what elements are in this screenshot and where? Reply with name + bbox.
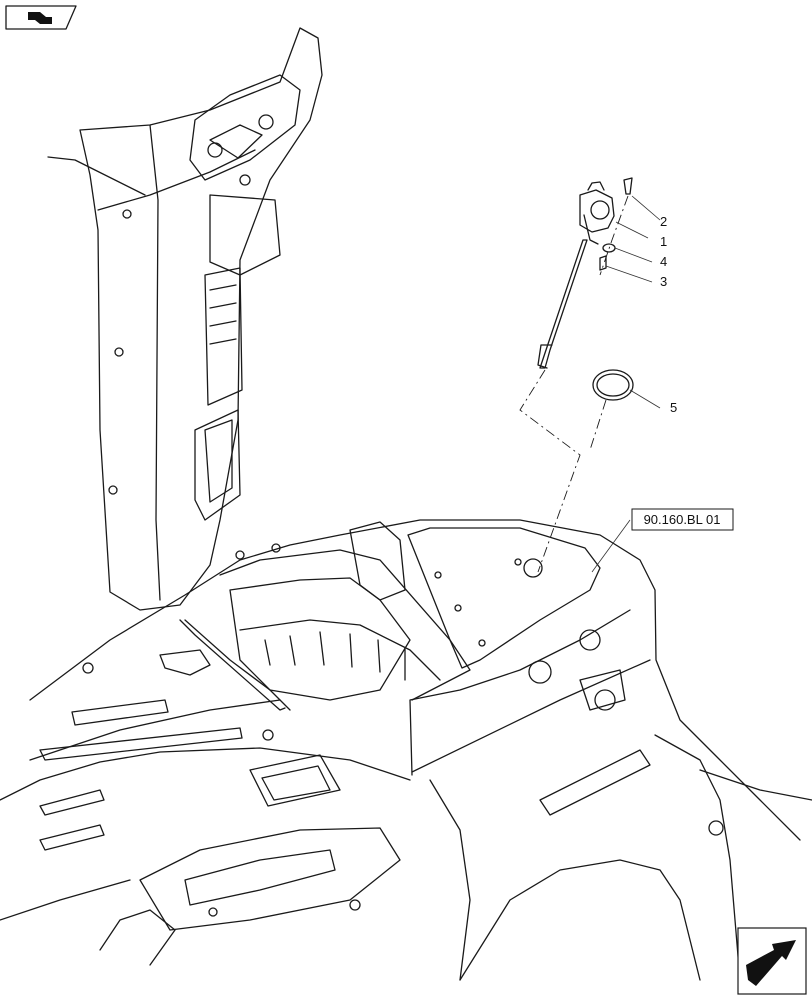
reference-label: 90.160.BL 01 <box>644 512 721 527</box>
cab-floor-shell <box>0 519 812 981</box>
callout-2: 2 <box>660 214 667 229</box>
callout-leaders <box>591 195 661 573</box>
dipstick-assembly <box>537 177 634 401</box>
callout-4: 4 <box>660 254 667 269</box>
next-page-arrow-icon[interactable] <box>737 927 807 995</box>
callout-3: 3 <box>660 274 667 289</box>
callout-5: 5 <box>670 400 677 415</box>
assembly-axis-line <box>519 195 629 573</box>
callout-1: 1 <box>660 234 667 249</box>
instrument-cover-panel <box>407 527 601 669</box>
parts-catalog-icon[interactable] <box>5 5 77 30</box>
steering-console-housing <box>47 27 323 611</box>
reference-box[interactable]: 90.160.BL 01 <box>631 508 734 531</box>
